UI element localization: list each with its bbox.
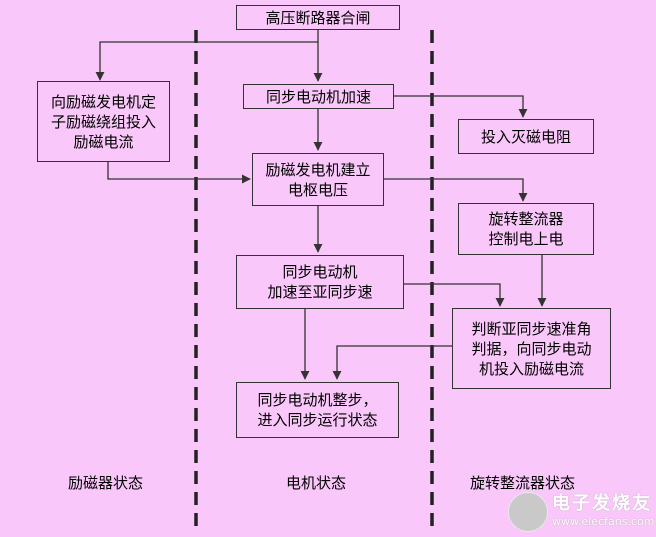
watermark-text: 电子发烧友 [552,493,652,514]
watermark-url: www.elecfans.com [552,515,655,528]
lane-label-motor: 电机状态 [286,474,347,492]
node-judge-angle: 判断亚同步速准角 判据，向同步电动 机投入励磁电流 [452,308,611,389]
arrow-subsync-to-judge [404,283,505,307]
watermark-logo-icon [508,492,548,532]
node-exciter-field-current: 向励磁发电机定 子励磁绕组投入 励磁电流 [37,81,170,162]
arrow-accel-to-discharge-resistor [394,95,528,118]
node-accelerate-subsync: 同步电动机 加速至亚同步速 [236,255,404,309]
node-synchronize: 同步电动机整步， 进入同步运行状态 [236,382,399,438]
lane-label-rectifier: 旋转整流器状态 [470,474,576,492]
node-rectifier-power-on: 旋转整流器 控制电上电 [458,203,594,255]
lane-label-exciter: 励磁器状态 [68,474,144,492]
arrow-judge-to-sync [332,345,452,380]
arrow-build-voltage-to-rectifier [384,178,528,202]
watermark-logo: 电子发烧友 www.elecfans.com [508,488,655,534]
arrow-exciter-field-to-build-voltage [107,162,251,184]
node-build-armature-voltage: 励磁发电机建立 电枢电压 [252,153,384,206]
node-motor-accelerate: 同步电动机加速 [243,84,394,109]
arrow-close-to-exciter-field [95,30,319,81]
node-discharge-resistor: 投入灭磁电阻 [458,119,594,154]
node-breaker-close: 高压断路器合闸 [236,5,400,30]
